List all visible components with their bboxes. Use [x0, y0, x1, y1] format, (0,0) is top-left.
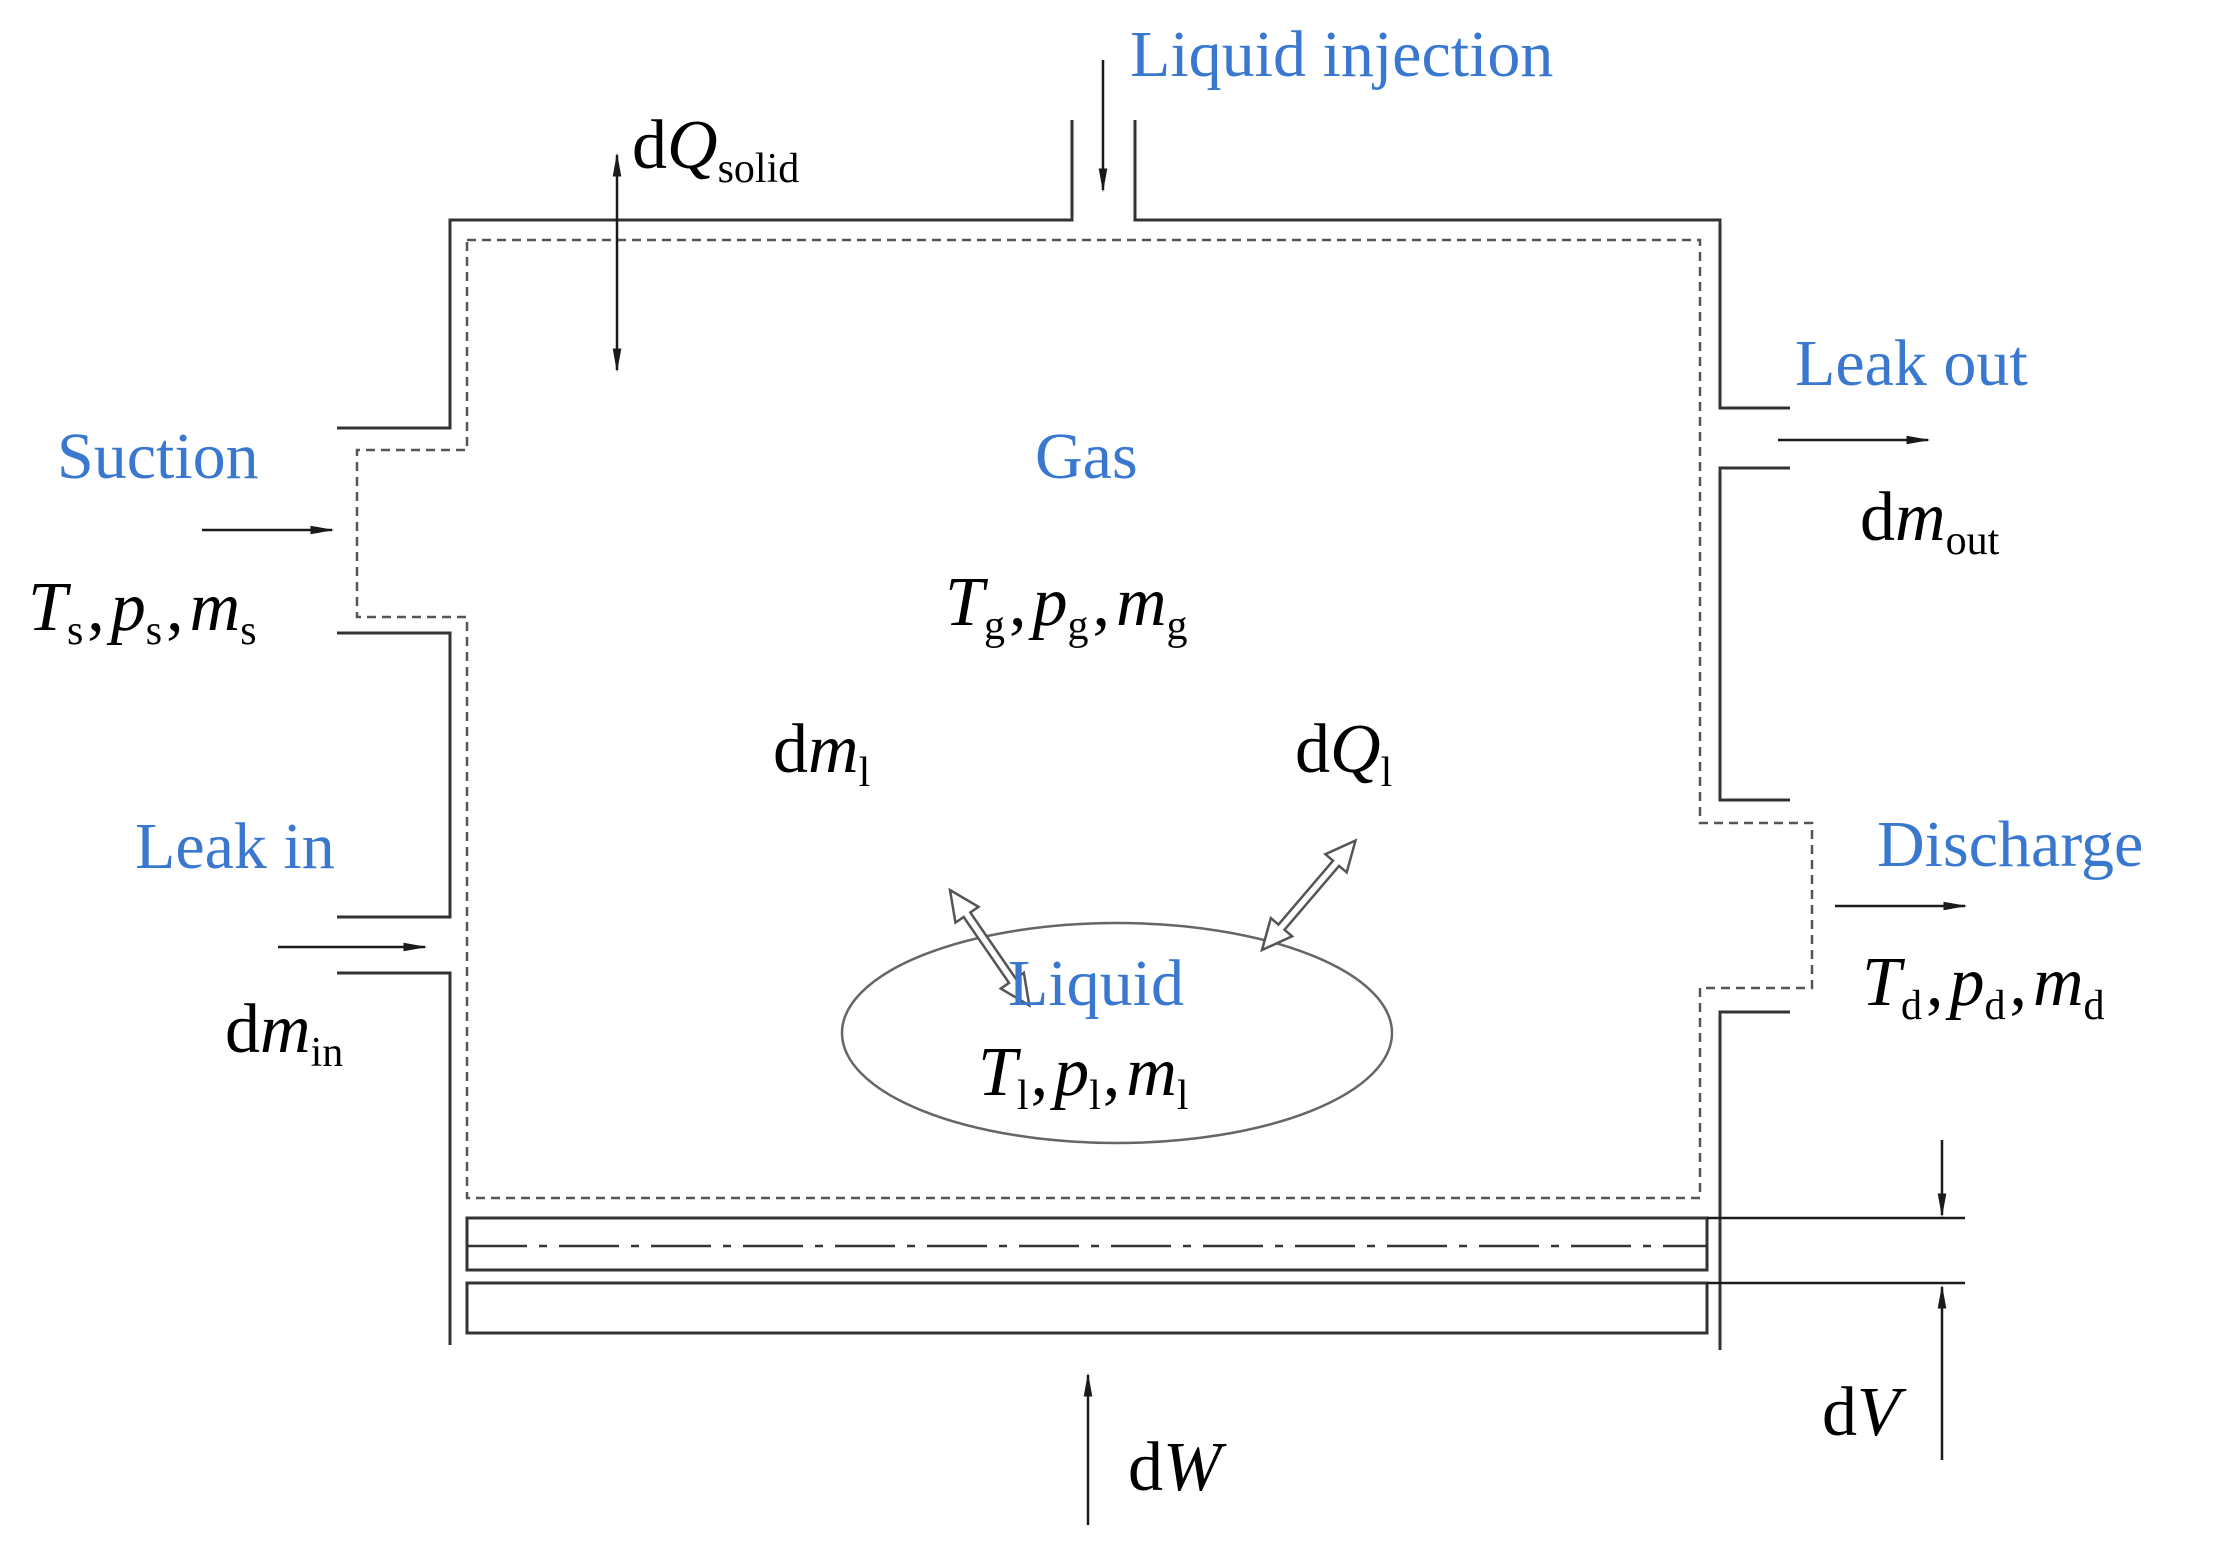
wall-left-middle — [337, 631, 452, 919]
gas-label: Gas — [1035, 420, 1138, 493]
leak-out-label: Leak out — [1795, 327, 2028, 400]
liquid-label: Liquid — [1008, 947, 1184, 1020]
liquid-injection-label: Liquid injection — [1130, 18, 1553, 91]
dm-out-label: dmout — [1860, 479, 2000, 564]
control-volume-boundary — [355, 238, 1814, 1200]
chamber-walls — [337, 120, 1790, 1350]
dm-in-label: dmin — [225, 991, 343, 1076]
wall-right-lower — [1718, 1010, 1790, 1350]
wall-upper-left — [337, 120, 1074, 430]
dw-label: dW — [1128, 1429, 1227, 1506]
dq-solid-label: dQsolid — [632, 107, 799, 192]
arrows — [202, 60, 1968, 1525]
discharge-state-label: Td,pd,md — [1862, 944, 2105, 1029]
piston-lower-plate — [465, 1281, 1709, 1335]
hollow-arrow-dml — [948, 887, 1031, 1008]
dv-label: dV — [1822, 1374, 1907, 1451]
leak-in-label: Leak in — [135, 810, 335, 883]
gas-state-label: Tg,pg,mg — [945, 564, 1188, 649]
liquid-region — [840, 921, 1394, 1145]
suction-state-label: Ts,ps,ms — [28, 569, 257, 654]
dq-l-label: dQl — [1295, 711, 1392, 796]
wall-left-lower — [337, 971, 452, 1345]
dm-l-label: dml — [773, 711, 870, 796]
hollow-arrow-dql — [1260, 838, 1358, 953]
piston — [465, 1216, 1965, 1335]
suction-label: Suction — [57, 420, 259, 493]
liquid-state-label: Tl,pl,ml — [978, 1034, 1189, 1119]
wall-upper-right — [1133, 120, 1790, 410]
discharge-label: Discharge — [1877, 808, 2143, 881]
wall-right-middle — [1718, 466, 1790, 802]
piston-upper-plate — [465, 1216, 1709, 1272]
